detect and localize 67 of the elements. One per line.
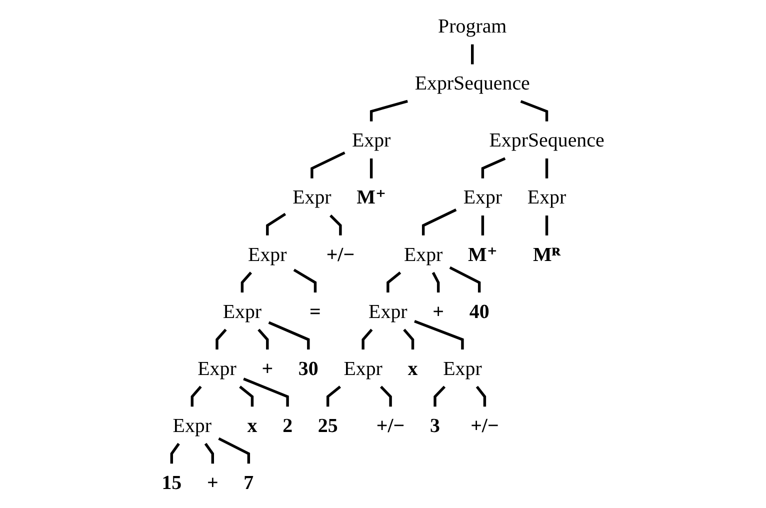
node-text: 40 bbox=[469, 300, 490, 322]
connector bbox=[449, 266, 481, 292]
node-text: + bbox=[432, 300, 444, 322]
connector bbox=[266, 212, 286, 236]
node-text: ExprSequence bbox=[489, 128, 604, 152]
connector bbox=[218, 437, 250, 464]
node-text: Expr bbox=[463, 186, 502, 208]
connector bbox=[414, 320, 464, 350]
connector bbox=[268, 321, 310, 350]
node-text: Expr bbox=[352, 128, 391, 152]
connector bbox=[216, 328, 227, 350]
node-text: Expr bbox=[443, 356, 482, 380]
node-text: Expr bbox=[172, 414, 212, 436]
node-text: Mᴿ bbox=[532, 242, 561, 266]
connector bbox=[310, 151, 346, 178]
node-text: M⁺ bbox=[468, 242, 498, 266]
node-text: 30 bbox=[298, 356, 318, 380]
node-text: 7 bbox=[244, 470, 254, 494]
connector bbox=[476, 386, 486, 407]
node-text: x bbox=[247, 414, 258, 436]
connector bbox=[380, 386, 392, 407]
node-text: 2 bbox=[282, 414, 293, 436]
node-text: Expr bbox=[368, 300, 408, 322]
connector bbox=[370, 100, 408, 122]
node-text: Expr bbox=[292, 186, 332, 208]
node-text: +/− bbox=[326, 242, 355, 266]
node-text: Expr bbox=[344, 356, 382, 380]
node-text: Program bbox=[438, 14, 507, 38]
connector bbox=[239, 386, 254, 407]
node-text: = bbox=[310, 300, 321, 322]
node-text: +/− bbox=[376, 414, 405, 436]
connector bbox=[434, 386, 446, 407]
connector bbox=[545, 158, 548, 178]
connector bbox=[330, 214, 342, 236]
node-text: +/− bbox=[470, 414, 499, 436]
connector bbox=[481, 157, 506, 178]
connector bbox=[293, 268, 317, 292]
node-text: 25 bbox=[318, 414, 338, 436]
connector bbox=[362, 328, 373, 350]
node-text: x bbox=[408, 356, 418, 380]
connector bbox=[326, 386, 341, 407]
connector bbox=[258, 328, 269, 350]
connector bbox=[545, 216, 548, 236]
node-text: + bbox=[206, 470, 218, 494]
connector bbox=[170, 442, 180, 464]
connector bbox=[370, 158, 373, 178]
node-text: Expr bbox=[222, 300, 262, 322]
connector bbox=[386, 272, 402, 292]
connector bbox=[243, 378, 289, 407]
node-text: Expr bbox=[404, 242, 443, 266]
connector bbox=[520, 100, 548, 122]
connector bbox=[432, 272, 440, 292]
node-text: 3 bbox=[430, 414, 440, 436]
node-text: Expr bbox=[198, 356, 236, 380]
connector bbox=[481, 216, 484, 236]
node-text: Expr bbox=[248, 242, 287, 266]
node-text: 15 bbox=[162, 470, 182, 494]
connector bbox=[190, 386, 202, 407]
connector bbox=[403, 328, 414, 350]
connector bbox=[204, 442, 214, 464]
connector bbox=[471, 44, 474, 64]
node-text: Expr bbox=[527, 186, 566, 208]
node-text: M⁺ bbox=[356, 186, 386, 208]
node-text: ExprSequence bbox=[414, 72, 530, 94]
node-text: + bbox=[262, 356, 274, 380]
connector bbox=[422, 208, 457, 236]
connector bbox=[240, 272, 252, 292]
